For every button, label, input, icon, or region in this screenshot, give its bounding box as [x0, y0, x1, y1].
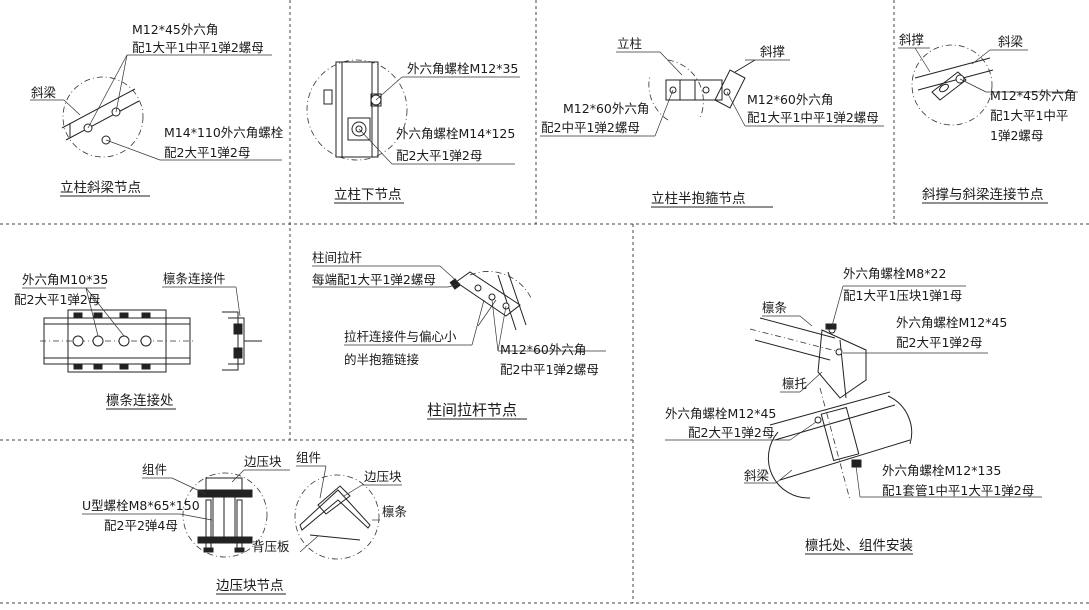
panel-title: 柱间拉杆节点: [427, 401, 517, 419]
bolt-icon: [72, 335, 84, 347]
label-brace: 斜撑: [899, 32, 925, 47]
label-bolt-m10x35-spec: 配2大平1弹2母: [14, 292, 100, 307]
label-bolt-m12x60-spec: 配2中平1弹2螺母: [500, 362, 599, 377]
bolt-icon: [488, 293, 496, 301]
label-beam: 斜梁: [31, 85, 57, 100]
label-bolt-m12x45-lower: 外六角螺栓M12*45: [665, 406, 776, 421]
label-column: 立柱: [617, 36, 642, 51]
label-bolt-m8x22: 外六角螺栓M8*22: [843, 266, 946, 281]
panel-column-base-node: 外六角螺栓M12*35 外六角螺栓M14*125 配2大平1弹2母 立柱下节点: [306, 59, 520, 204]
label-purlin-connector: 檩条连接件: [163, 271, 226, 286]
panel-purlin-joint: 外六角M10*35 配2大平1弹2母 檩条连接件 檩条连接处: [14, 271, 262, 410]
label-module-right: 组件: [296, 450, 321, 465]
label-module-left: 组件: [142, 462, 167, 477]
edge-clamp-icon: [205, 477, 243, 491]
label-bolt: M12*45外六角: [990, 88, 1076, 103]
label-purlin: 檩条: [762, 300, 788, 315]
label-u-bolt: U型螺栓M8*65*150: [82, 498, 200, 513]
panel-purlin-bracket-install: 外六角螺栓M8*22 配1大平1压块1弹1母 檩条 外六角螺栓M12*45 配2…: [665, 266, 1042, 555]
label-bolt-m12x45-spec: 配1大平1中平1弹2螺母: [132, 40, 264, 55]
bolt-icon: [92, 335, 104, 347]
label-beam: 斜梁: [744, 468, 770, 483]
label-bolt-m12x45-upper-spec: 配2大平1弹2母: [896, 335, 982, 350]
label-bolt-m14x125: 外六角螺栓M14*125: [396, 126, 515, 141]
purlin-bracket-icon: [817, 329, 867, 399]
label-brace: 斜撑: [760, 44, 786, 59]
label-bolt-m12x45-upper: 外六角螺栓M12*45: [896, 315, 1007, 330]
panel-title: 斜撑与斜梁连接节点: [922, 186, 1044, 203]
bolt-icon: [140, 335, 152, 347]
panel-edge-clamp-node: 组件 边压块 U型螺栓M8*65*150 配2平2弹4母 组件 边压块 檩条 背…: [82, 450, 408, 595]
panel-brace-beam-node: 斜撑 斜梁 M12*45外六角 配1大平1中平 1弹2螺母 斜撑与斜梁连接节点: [898, 32, 1078, 204]
label-bolt-m12x60: M12*60外六角: [500, 342, 586, 357]
label-bolt-m12x135-spec: 配1套管1中平1大平1弹2母: [882, 483, 1034, 498]
label-bolt-spec2: 1弹2螺母: [990, 128, 1043, 143]
bolt-icon: [118, 335, 130, 347]
label-back-plate: 背压板: [252, 539, 290, 554]
label-bolt-m12x45-lower-spec: 配2大平1弹2母: [688, 425, 774, 440]
label-rod-connector-2: 的半抱箍链接: [344, 352, 420, 367]
label-bolt-m8x22-spec: 配1大平1压块1弹1母: [843, 288, 962, 303]
label-tie-rod-spec: 每端配1大平1弹2螺母: [312, 272, 436, 287]
label-beam: 斜梁: [998, 34, 1024, 49]
label-tie-rod: 柱间拉杆: [312, 250, 363, 265]
label-bolt-spec1: 配1大平1中平: [990, 108, 1068, 123]
bolt-icon: [474, 284, 482, 292]
label-left-bolt-spec: 配2中平1弹2螺母: [541, 120, 640, 135]
bolt-icon: [702, 86, 710, 94]
label-edge-clamp-left: 边压块: [244, 454, 282, 469]
label-right-bolt: M12*60外六角: [747, 92, 833, 107]
bolt-side-icon: [323, 89, 333, 105]
label-bolt-m12x45: M12*45外六角: [132, 22, 218, 37]
label-bolt-m14x110-spec: 配2大平1弹2母: [164, 145, 250, 160]
panel-title: 立柱半抱箍节点: [651, 190, 746, 207]
panel-title: 檩托处、组件安装: [805, 538, 913, 554]
label-purlin-bracket: 檩托: [782, 376, 807, 391]
panel-title: 檩条连接处: [106, 392, 174, 409]
label-bolt-m14x110: M14*110外六角螺栓: [164, 125, 284, 140]
bolt-icon: [814, 416, 822, 424]
panel-column-beam-node: M12*45外六角 配1大平1中平1弹2螺母 斜梁 M14*110外六角螺栓 配…: [30, 22, 284, 197]
label-bolt-m12x35: 外六角螺栓M12*35: [407, 61, 518, 76]
label-bolt-m10x35: 外六角M10*35: [22, 272, 108, 287]
panel-title: 立柱斜梁节点: [60, 180, 141, 196]
label-edge-clamp-right: 边压块: [364, 469, 402, 484]
label-rod-connector: 拉杆连接件与偏心小: [344, 329, 457, 344]
label-right-bolt-spec: 配1大平1中平1弹2螺母: [747, 110, 879, 125]
label-left-bolt: M12*60外六角: [563, 101, 649, 116]
label-bolt-m14x125-spec: 配2大平1弹2母: [396, 148, 482, 163]
edge-clamp-icon: [317, 485, 351, 515]
panel-title: 边压块节点: [216, 578, 284, 594]
panel-tie-rod-node: 柱间拉杆 每端配1大平1弹2螺母 拉杆连接件与偏心小 的半抱箍链接 M12*60…: [312, 250, 606, 420]
label-purlin: 檩条: [382, 504, 408, 519]
label-u-bolt-spec: 配2平2弹4母: [104, 518, 178, 533]
bolt-icon: [835, 348, 843, 356]
panel-title: 立柱下节点: [334, 187, 402, 203]
label-bolt-m12x135: 外六角螺栓M12*135: [882, 463, 1001, 478]
panel-column-half-hoop-node: 立柱 斜撑 M12*60外六角 配2中平1弹2螺母 M12*60外六角 配1大平…: [540, 36, 884, 208]
